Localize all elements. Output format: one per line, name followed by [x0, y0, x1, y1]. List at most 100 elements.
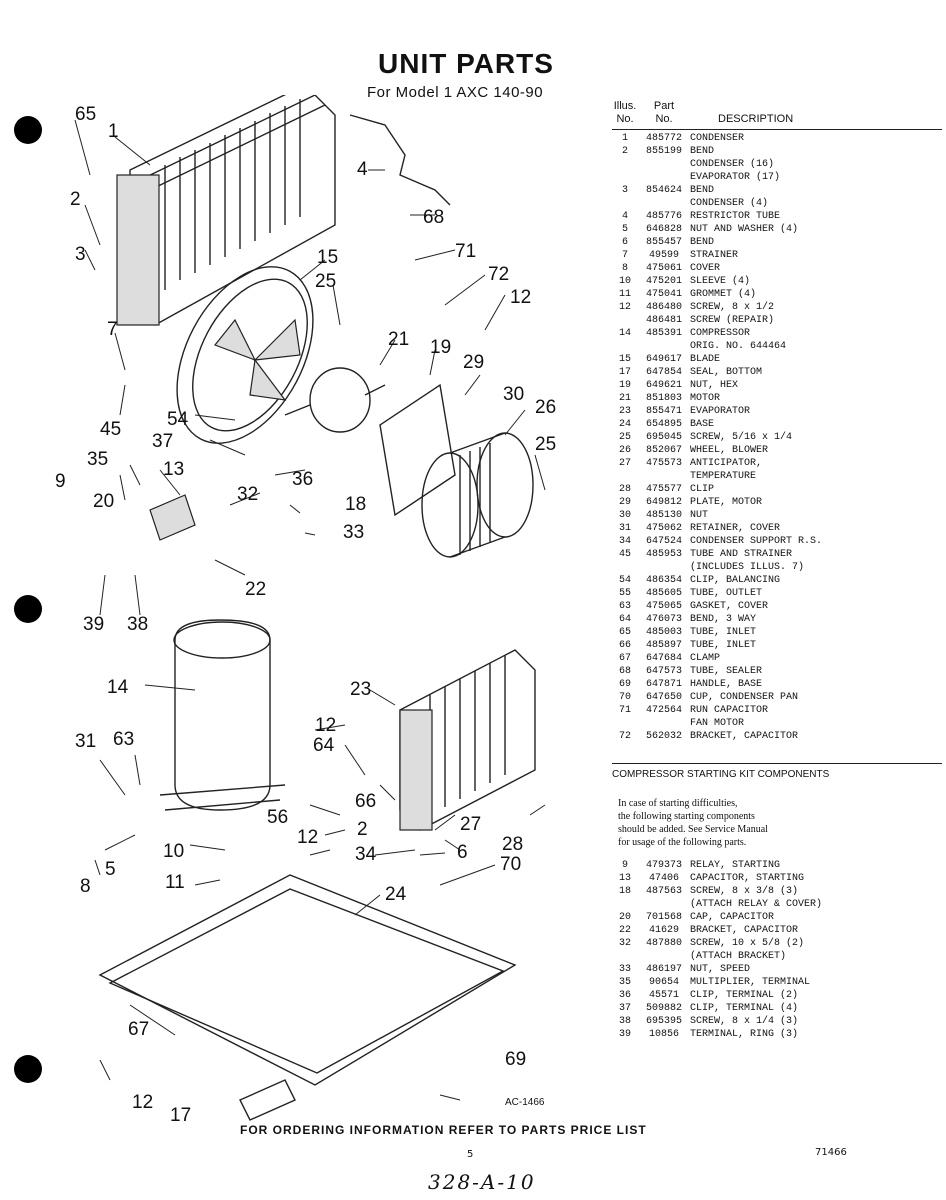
cell-part: 45571 [648, 990, 679, 1001]
cell-illus: 37 [618, 1003, 631, 1014]
cell-part: 649621 [645, 380, 682, 391]
cell-desc: BRACKET, CAPACITOR [690, 731, 799, 742]
cell-part: 485391 [645, 328, 682, 339]
cell-desc: CLAMP [690, 653, 721, 664]
callout-18: 18 [345, 494, 366, 515]
start-capacitor [149, 494, 196, 541]
cell-desc: TEMPERATURE [690, 471, 757, 482]
callout-4: 4 [357, 159, 368, 180]
callout-35: 35 [87, 449, 108, 470]
cell-desc: TUBE, INLET [690, 640, 757, 651]
cell-part: 485772 [645, 133, 682, 144]
exploded-parts-diagram: 65 1 2 3 7 45 4 68 71 72 12 15 25 21 19 … [55, 95, 556, 1126]
cell-part: 486354 [645, 575, 682, 586]
cell-illus: 3 [621, 185, 628, 196]
cell-part: 41629 [648, 925, 679, 936]
cell-desc: TERMINAL, RING (3) [690, 1029, 799, 1040]
fan-motor [284, 367, 386, 433]
callout-31: 31 [75, 731, 96, 752]
cell-part: 562032 [645, 731, 682, 742]
cell-desc: NUT, HEX [690, 380, 739, 391]
callout-3: 3 [75, 244, 86, 265]
cell-part: 701568 [645, 912, 682, 923]
cell-part: 647524 [645, 536, 682, 547]
callout-7: 7 [107, 319, 118, 340]
cell-illus: 2 [621, 146, 628, 157]
callout-12b: 12 [315, 715, 336, 736]
callout-56: 56 [267, 807, 288, 828]
cell-illus: 23 [618, 406, 631, 417]
cell-part: 486197 [645, 964, 682, 975]
cell-desc: BEND [690, 185, 715, 196]
cell-desc: SCREW, 8 x 3/8 (3) [690, 886, 799, 897]
cell-desc: CONDENSER (4) [690, 198, 769, 209]
cell-illus: 65 [618, 627, 631, 638]
cell-illus: 66 [618, 640, 631, 651]
callout-19: 19 [430, 337, 451, 358]
cell-desc: RETAINER, COVER [690, 523, 781, 534]
cell-part: 475201 [645, 276, 682, 287]
cell-desc: TUBE, INLET [690, 627, 757, 638]
cell-illus [612, 340, 638, 353]
cell-illus: 72 [618, 731, 631, 742]
cell-desc: (INCLUDES ILLUS. 7) [690, 562, 805, 573]
callout-45: 45 [100, 419, 121, 440]
callout-66: 66 [355, 791, 376, 812]
table-row: 72 562032 BRACKET, CAPACITOR [612, 730, 942, 743]
callout-22: 22 [245, 579, 266, 600]
cell-illus: 4 [621, 211, 628, 222]
cell-part: 479373 [645, 860, 682, 871]
compressor [159, 619, 286, 811]
callout-64: 64 [313, 735, 335, 756]
cell-part: 695395 [645, 1016, 682, 1027]
handwritten-note: 328-A-10 [428, 1170, 536, 1194]
callout-30: 30 [503, 384, 524, 405]
callout-29: 29 [463, 352, 484, 373]
cell-desc: SCREW, 10 x 5/8 (2) [690, 938, 805, 949]
cell-illus: 69 [618, 679, 631, 690]
cell-desc: CLIP, BALANCING [690, 575, 781, 586]
cell-illus: 22 [618, 925, 631, 936]
cell-illus: 25 [618, 432, 631, 443]
cell-part: 647871 [645, 679, 682, 690]
cell-part: 475065 [645, 601, 682, 612]
cell-illus: 11 [618, 289, 631, 300]
table-row: CONDENSER (16) [612, 158, 942, 171]
cell-illus: 8 [621, 263, 628, 274]
callout-32: 32 [237, 484, 258, 505]
callout-2b: 2 [357, 819, 368, 840]
restrictor-tube [349, 114, 451, 206]
cell-part: 649812 [645, 497, 682, 508]
cell-desc: SEAL, BOTTOM [690, 367, 763, 378]
model-subtitle: For Model 1 AXC 140-90 [367, 84, 544, 101]
cell-part: 509882 [645, 1003, 682, 1014]
header-rule [612, 129, 942, 130]
cell-desc: BEND, 3 WAY [690, 614, 757, 625]
page-number: 5 [467, 1149, 474, 1160]
parts-table-header: Illus. No. Part No. DESCRIPTION [613, 100, 794, 125]
cell-illus: 24 [618, 419, 631, 430]
cell-desc: BASE [690, 419, 715, 430]
cell-desc: RUN CAPACITOR [690, 705, 769, 716]
callout-23: 23 [350, 679, 371, 700]
callout-68: 68 [423, 207, 444, 228]
cell-desc: EVAPORATOR (17) [690, 172, 781, 183]
cell-desc: (ATTACH BRACKET) [690, 951, 787, 962]
cell-illus: 55 [618, 588, 631, 599]
cell-part [638, 717, 690, 730]
